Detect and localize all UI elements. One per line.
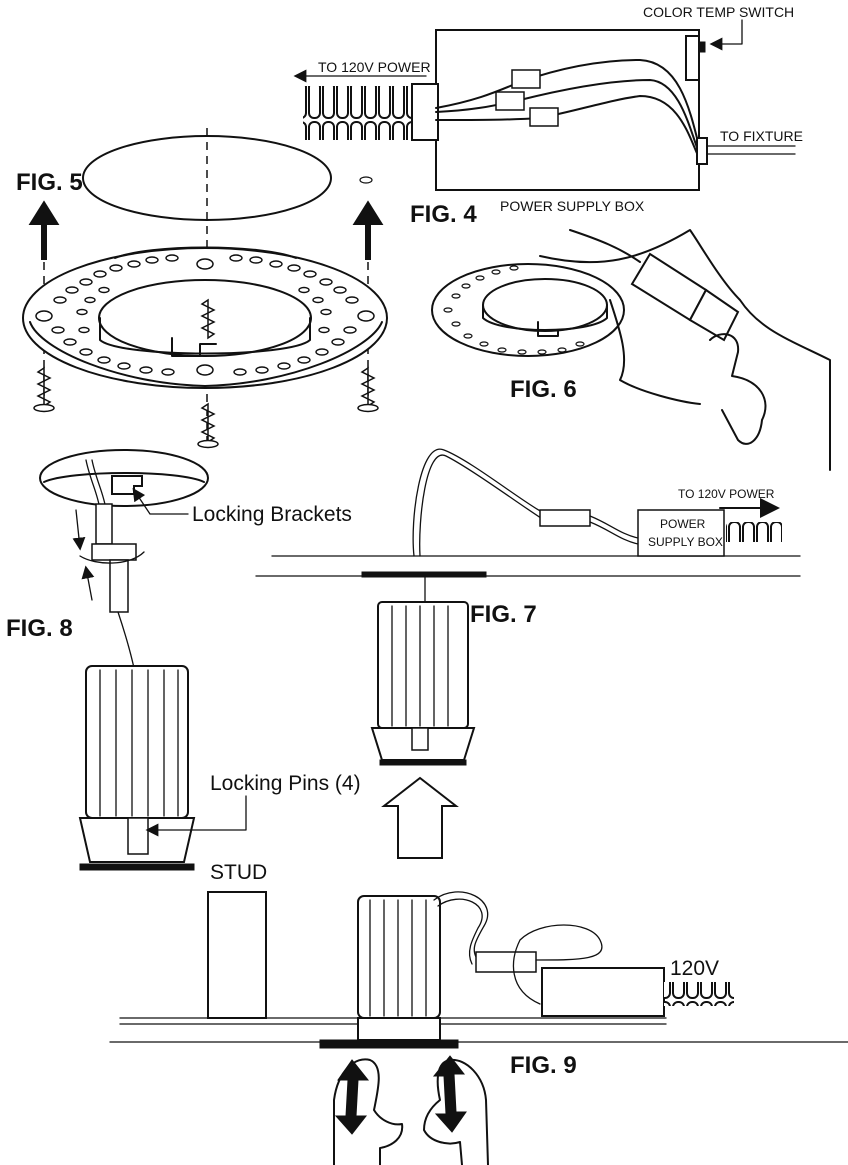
connector-bottom (109, 559, 129, 613)
screw-icon (357, 366, 379, 413)
fig5-title: FIG. 5 (16, 169, 83, 196)
trim-ring-bracket (171, 337, 217, 357)
lift-arrow-left (28, 200, 60, 260)
screw-icon (33, 366, 55, 413)
ceiling-flange-fig9 (319, 1039, 459, 1049)
120v-label: 120V (670, 957, 719, 980)
connector-top (95, 503, 113, 545)
rotate-arrow-right (432, 1055, 467, 1133)
downlight-fixture-fig8 (85, 665, 189, 819)
mounting-screws (33, 298, 379, 449)
fig4-title: FIG. 4 (410, 201, 477, 228)
power-supply-box-fig9 (541, 967, 665, 1017)
hands (333, 1058, 404, 1165)
bracket-small (537, 321, 559, 337)
locking-brackets-arrow (132, 487, 189, 515)
screw-icon (197, 402, 219, 449)
power-box-line2: SUPPLY BOX (648, 535, 723, 549)
inline-connector (539, 509, 591, 527)
locking-pin (127, 817, 149, 855)
to-120v-power-label: TO 120V POWER (318, 59, 431, 75)
ceiling-trim-flange (361, 571, 487, 578)
fig7-ceiling-install-diagram: POWER SUPPLY BOX TO 120V POWER FIG. 7 (255, 448, 801, 859)
stud (207, 891, 267, 1019)
conduit-fig7 (726, 522, 782, 542)
fig5-trim-ring-diagram: FIG. 5 (16, 128, 388, 450)
fig9-final-install-diagram: STUD 120V FIG. 9 (109, 861, 848, 1165)
fig6-title: FIG. 6 (510, 376, 577, 403)
power-supply-box-label: POWER SUPPLY BOX (500, 198, 645, 214)
fig6-hand-install-diagram: FIG. 6 (431, 229, 831, 471)
twist-arrow (79, 551, 145, 564)
power-box-line1: POWER (660, 517, 706, 531)
wire-connector-3 (529, 107, 559, 127)
conduit-to-power (303, 83, 439, 141)
to-120v-power-label-fig7: TO 120V POWER (678, 487, 775, 501)
color-temp-switch-arrow (709, 19, 743, 51)
fig8-locking-diagram: Locking Brackets FIG. 8 Locking Pins (4) (6, 449, 361, 871)
fig9-title: FIG. 9 (510, 1052, 577, 1079)
power-supply-box-fig7 (637, 509, 725, 557)
to-fixture-label: TO FIXTURE (720, 128, 803, 144)
inline-connector-fig9 (475, 951, 537, 973)
stud-label: STUD (210, 861, 267, 884)
locking-bracket (111, 475, 143, 495)
wire-connector-2 (495, 91, 525, 111)
hand-holding-screwdriver (539, 229, 831, 471)
conduit-fig9 (664, 982, 734, 1006)
lift-arrow-right (352, 200, 384, 260)
screw-icon (200, 298, 216, 340)
locking-pins-arrow (145, 795, 247, 837)
color-temp-switch (685, 35, 700, 81)
push-up-arrow (381, 776, 459, 859)
wire-connector-1 (511, 69, 541, 89)
locking-pins-label: Locking Pins (4) (210, 772, 361, 795)
trim-ring-perforations (51, 254, 359, 376)
color-temp-switch-label: COLOR TEMP SWITCH (643, 4, 794, 20)
locking-brackets-label: Locking Brackets (192, 503, 352, 526)
fig7-title: FIG. 7 (470, 601, 537, 628)
power-supply-box (435, 29, 700, 191)
rotate-arrow-left (334, 1059, 370, 1135)
fig8-title: FIG. 8 (6, 615, 73, 642)
fig4-power-supply-box-diagram: COLOR TEMP SWITCH TO 120V POWER TO FIXTU… (293, 4, 803, 228)
